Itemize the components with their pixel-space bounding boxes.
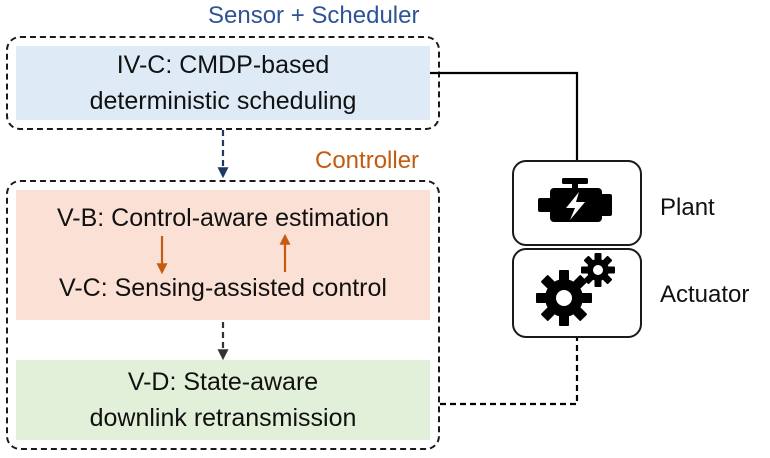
scheduling-box-line2: deterministic scheduling: [89, 87, 357, 115]
actuator-block: [512, 248, 642, 338]
estimation-label: V-B: Control-aware estimation: [56, 204, 390, 232]
scheduler-to-plant-line: [430, 71, 579, 160]
gears-icon: [536, 253, 615, 326]
controller-group-title: Controller: [315, 147, 420, 174]
scheduler-group: [6, 36, 440, 130]
controller-group: [6, 180, 440, 450]
retransmission-box-line2: downlink retransmission: [89, 404, 357, 432]
control-label: V-C: Sensing-assisted control: [59, 274, 387, 302]
scheduler-group-title: Sensor + Scheduler: [208, 2, 420, 29]
actuator-label: Actuator: [660, 281, 750, 308]
estimation-control-box: [16, 190, 430, 320]
engine-icon: [538, 178, 612, 222]
plant-label: Plant: [660, 194, 715, 221]
retransmission-box-line1: V-D: State-aware: [127, 368, 319, 396]
retransmission-to-actuator-line: [440, 338, 579, 406]
scheduling-box: IV-C: CMDP-based deterministic schedulin…: [16, 46, 430, 120]
scheduling-box-line1: IV-C: CMDP-based: [116, 51, 330, 79]
plant-block: [512, 160, 642, 246]
retransmission-box: V-D: State-aware downlink retransmission: [16, 360, 430, 440]
